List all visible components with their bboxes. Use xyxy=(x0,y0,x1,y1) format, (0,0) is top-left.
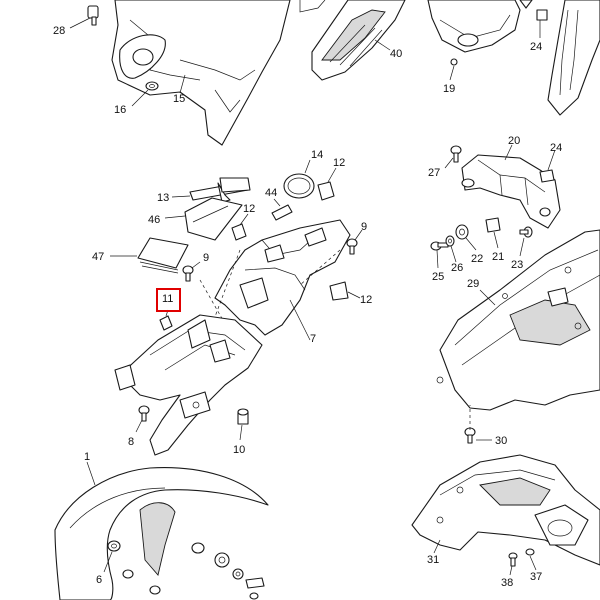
callout-21: 21 xyxy=(492,251,504,263)
side-cover-40 xyxy=(311,0,406,81)
bracket-top-right xyxy=(427,0,600,116)
callout-31: 31 xyxy=(427,554,439,566)
callout-30: 30 xyxy=(495,435,507,447)
callout-13: 13 xyxy=(157,192,169,204)
callout-7: 7 xyxy=(310,333,316,345)
washer-37 xyxy=(525,548,537,571)
callout-11: 11 xyxy=(162,293,173,305)
bolt-9b xyxy=(182,261,201,282)
grommet-22 xyxy=(455,224,477,251)
callout-27: 27 xyxy=(428,167,440,179)
callout-10: 10 xyxy=(233,444,245,456)
tail-cover-31 xyxy=(411,454,600,566)
bolt-9a xyxy=(346,229,363,255)
bracket-20 xyxy=(461,144,561,229)
callout-26: 26 xyxy=(451,262,463,274)
callout-37: 37 xyxy=(530,571,542,583)
leader-15 xyxy=(179,74,186,94)
callout-22: 22 xyxy=(471,253,483,265)
callout-40: 40 xyxy=(390,48,402,60)
callout-12-c: 12 xyxy=(360,294,372,306)
bolt-25 xyxy=(430,241,449,269)
callout-14: 14 xyxy=(311,149,323,161)
callout-24-right: 24 xyxy=(550,142,562,154)
clip-12a xyxy=(317,167,337,201)
callout-38: 38 xyxy=(501,577,513,589)
rear-bracket-assembly xyxy=(114,309,263,456)
callout-1: 1 xyxy=(84,451,90,463)
callout-25: 25 xyxy=(432,271,444,283)
clip-21 xyxy=(485,217,501,249)
callout-9-a: 9 xyxy=(361,221,367,233)
callout-47: 47 xyxy=(92,251,104,263)
rear-fender-bracket-7 xyxy=(214,219,361,341)
side-cowl-part xyxy=(111,0,326,146)
callout-20: 20 xyxy=(508,135,520,147)
callout-28: 28 xyxy=(53,25,65,37)
callout-12-b: 12 xyxy=(243,203,255,215)
callout-12-a: 12 xyxy=(333,157,345,169)
callout-15: 15 xyxy=(173,93,185,105)
callout-29: 29 xyxy=(467,278,479,290)
bolt-30 xyxy=(464,405,492,444)
bolt-23 xyxy=(519,226,533,257)
highlight-box[interactable] xyxy=(156,288,181,312)
callout-19: 19 xyxy=(443,83,455,95)
sheet-47 xyxy=(110,237,189,274)
callout-46: 46 xyxy=(148,214,160,226)
pad-46 xyxy=(164,177,251,241)
bolt-38 xyxy=(508,552,518,576)
callout-labels: 28 16 15 40 24 19 14 12 13 44 46 12 9 47… xyxy=(53,25,562,589)
grommet-16 xyxy=(131,81,159,107)
bolt-44 xyxy=(271,198,293,221)
small-hardware-bottom xyxy=(122,542,265,600)
bolt-27 xyxy=(444,145,462,169)
callout-24-top: 24 xyxy=(530,41,542,53)
callout-6: 6 xyxy=(96,574,102,586)
callout-44: 44 xyxy=(265,187,277,199)
bolt-8 xyxy=(135,405,150,433)
callout-16: 16 xyxy=(114,104,126,116)
callout-8: 8 xyxy=(128,436,134,448)
ring-14 xyxy=(283,159,315,199)
clip-28 xyxy=(69,5,99,29)
grommet-6 xyxy=(103,540,121,573)
callout-9-b: 9 xyxy=(203,252,209,264)
nut-10 xyxy=(237,408,249,441)
washer-26 xyxy=(445,235,457,263)
callout-23: 23 xyxy=(511,259,523,271)
rear-cowl-29 xyxy=(436,229,600,411)
front-fender-1 xyxy=(54,461,269,600)
clip-12b xyxy=(231,213,249,241)
